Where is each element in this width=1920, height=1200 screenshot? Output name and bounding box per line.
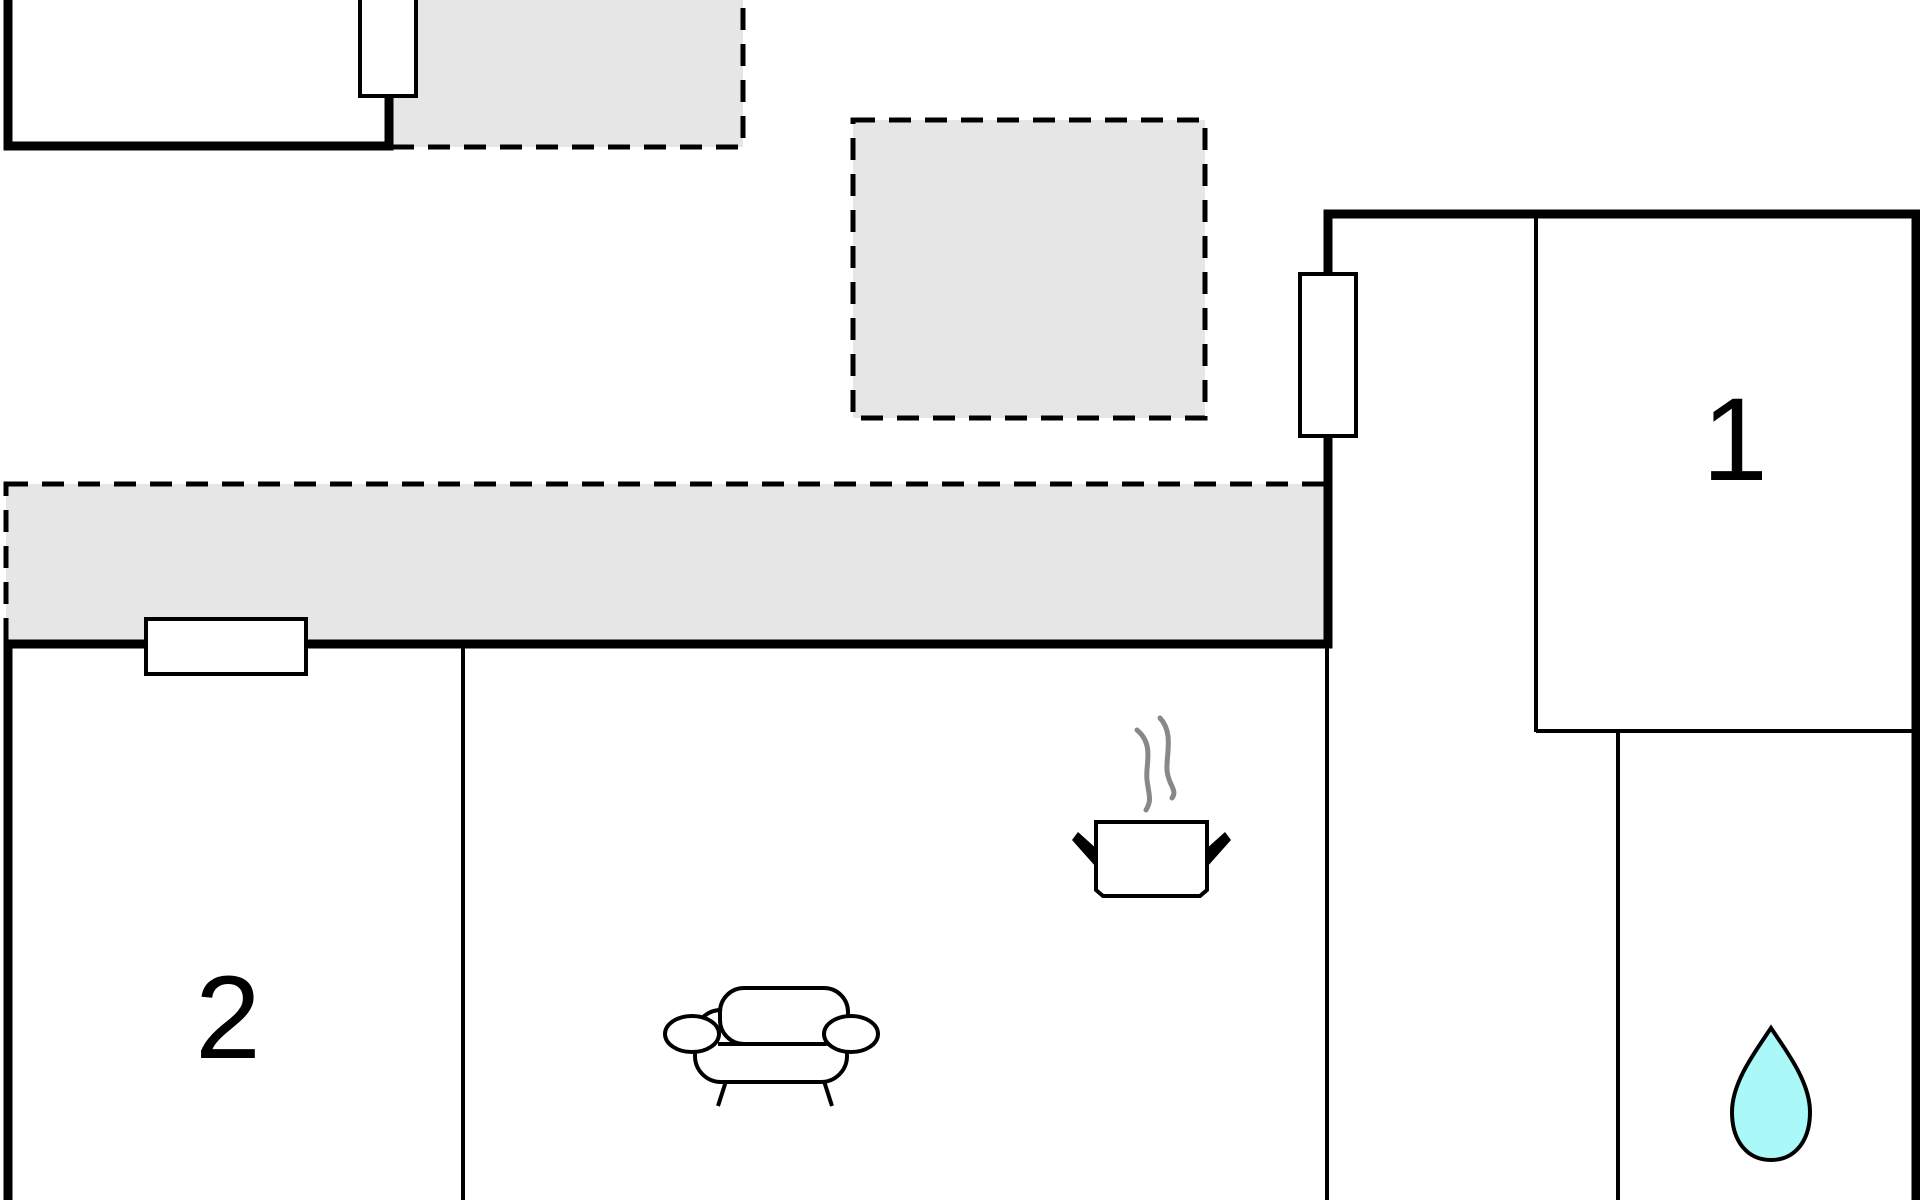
cooking-pot-icon — [1072, 715, 1231, 898]
sofa-icon — [663, 986, 880, 1107]
window-bedroom2 — [144, 617, 308, 676]
wall-top-left-building — [3, 0, 394, 151]
interior-walls — [461, 218, 1912, 1200]
terrace-top-left — [388, 0, 746, 150]
openings — [144, 0, 1358, 676]
terrace-top-middle — [850, 117, 1208, 421]
water-drop-icon — [1729, 1024, 1813, 1163]
terraces — [3, 0, 1331, 649]
room-label-bedroom-2: 2 — [195, 952, 261, 1084]
room-label-bedroom-1: 1 — [1702, 374, 1768, 506]
window-right-building — [1298, 272, 1358, 438]
window-top-left — [358, 0, 418, 98]
